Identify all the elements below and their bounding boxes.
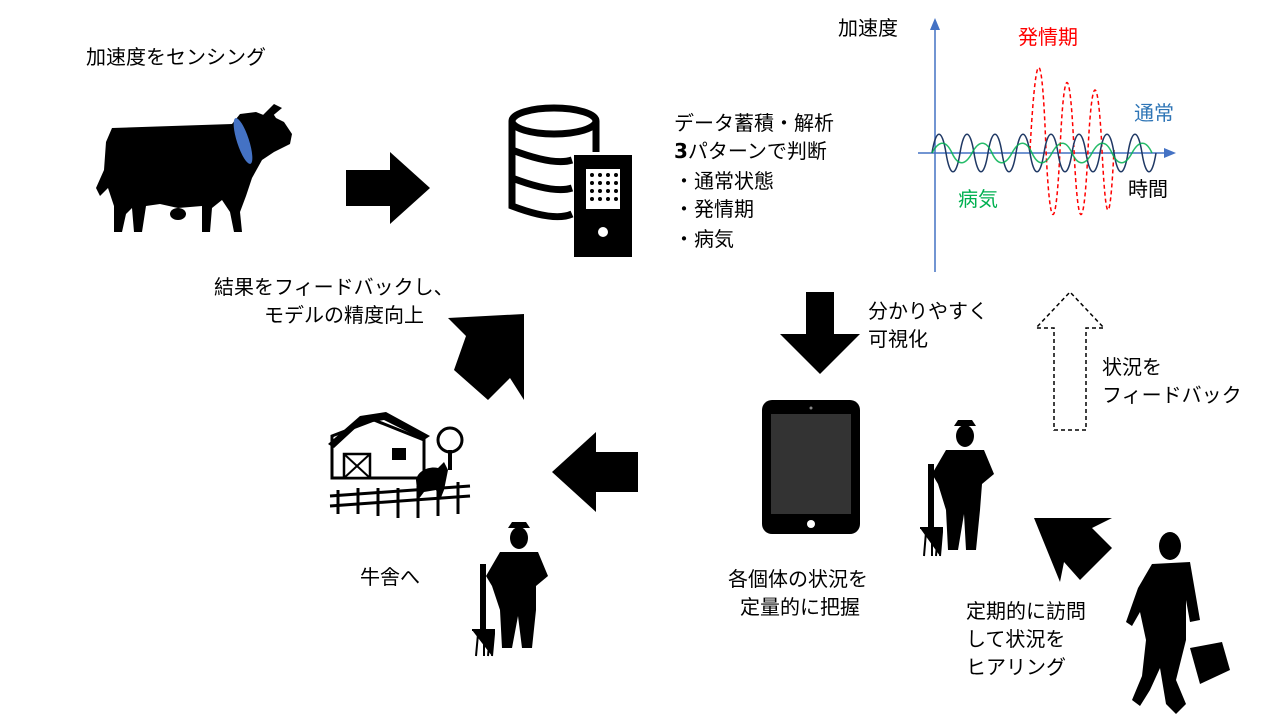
barn-icon [328,412,471,518]
database-server-icon [508,104,600,221]
collar-sensor [233,118,253,164]
analysis-item-estrus: ・発情期 [674,197,754,221]
arrow-down-to-tablet [780,292,860,374]
arrow-up-left-to-farmer [1034,518,1112,582]
tablet-icon [762,400,860,534]
grasp-label-line1: 各個体の状況を [728,567,868,591]
model-feedback-line2: モデルの精度向上 [264,303,424,327]
graph-xlabel: 時間 [1128,177,1168,201]
legend-estrus: 発情期 [1018,25,1078,49]
normal-wave [931,133,1157,173]
sick-wave [931,142,1153,164]
analysis-line1: データ蓄積・解析 [674,111,834,135]
analysis-item-sick: ・病気 [674,227,734,251]
legend-normal: 通常 [1134,101,1174,125]
field-feedback-line1: 状況を [1102,355,1162,379]
analysis-line2-text: パターンで判断 [687,139,827,163]
arrow-left-to-barn [552,432,638,512]
analysis-line2: 3パターンで判断 [674,138,827,164]
visualize-label-line2: 可視化 [868,327,928,351]
farmer-silhouette-right [920,420,994,557]
analysis-item-normal: ・通常状態 [674,169,774,193]
legend-sick: 病気 [958,187,998,211]
arrow-up-right-to-server [448,314,524,400]
model-feedback-line1: 結果をフィードバックし、 [214,275,454,299]
field-feedback-line2: フィードバック [1102,383,1242,407]
visitor-silhouette [1126,532,1230,714]
sensing-label: 加速度をセンシング [86,45,266,69]
feedback-dashed-arrow [1034,290,1106,431]
grasp-label-line2: 定量的に把握 [740,595,860,619]
visit-label-line1: 定期的に訪問 [966,599,1086,623]
cow-icon [96,104,292,232]
farmer-silhouette-left [472,522,548,657]
server-tower-icon [574,155,632,257]
analysis-number: 3 [674,139,688,163]
visit-label-line3: ヒアリング [966,655,1066,679]
barn-label: 牛舎へ [360,565,420,589]
estrus-wave [1029,66,1115,216]
graph-ylabel: 加速度 [838,16,898,40]
visit-label-line2: して状況を [966,627,1066,651]
visualize-label-line1: 分かりやすく [868,299,988,323]
arrow-right-to-server [346,152,430,224]
